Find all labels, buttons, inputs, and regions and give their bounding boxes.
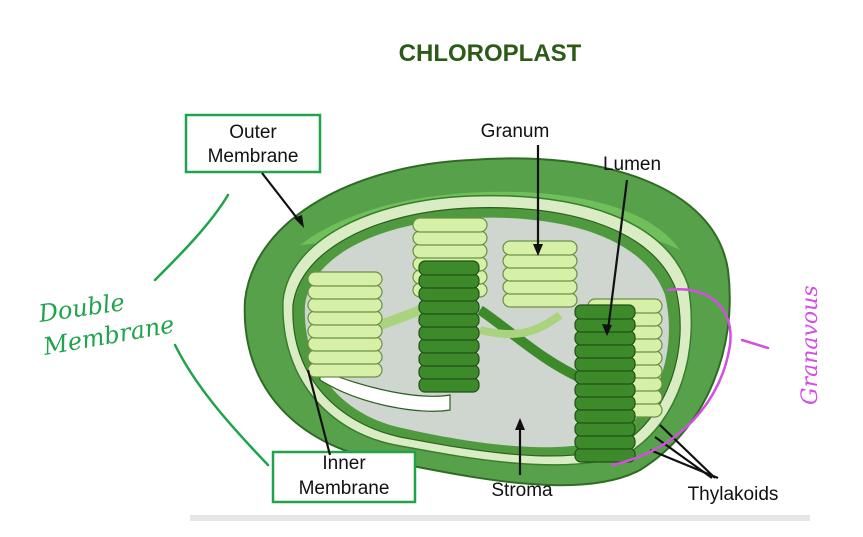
stroma-label: Stroma [491, 480, 553, 501]
inner-membrane-label-line2: Membrane [299, 478, 390, 499]
inner-membrane-box [271, 450, 417, 504]
granum-plural-annotation: Granavous [798, 285, 823, 405]
outer-membrane-box [184, 113, 322, 174]
granum-bracket [610, 288, 770, 467]
lumen-label: Lumen [603, 154, 661, 175]
pointer-lines [261, 145, 719, 480]
double-membrane-brackets [153, 193, 270, 467]
granum-stack-left [307, 271, 383, 378]
cut-edge [319, 369, 451, 412]
outer-membrane-label-line1: Outer [229, 122, 277, 143]
baseline-shadow [190, 515, 810, 521]
diagram-title: CHLOROPLAST [398, 40, 582, 67]
granum-cut-center [418, 260, 480, 393]
outer-membrane-label-line2: Membrane [208, 146, 299, 167]
granum-label: Granum [481, 121, 550, 142]
inner-membrane-label-line1: Inner [322, 453, 366, 474]
pointer-arrowheads [294, 215, 612, 430]
thylakoids-label: Thylakoids [688, 484, 779, 505]
